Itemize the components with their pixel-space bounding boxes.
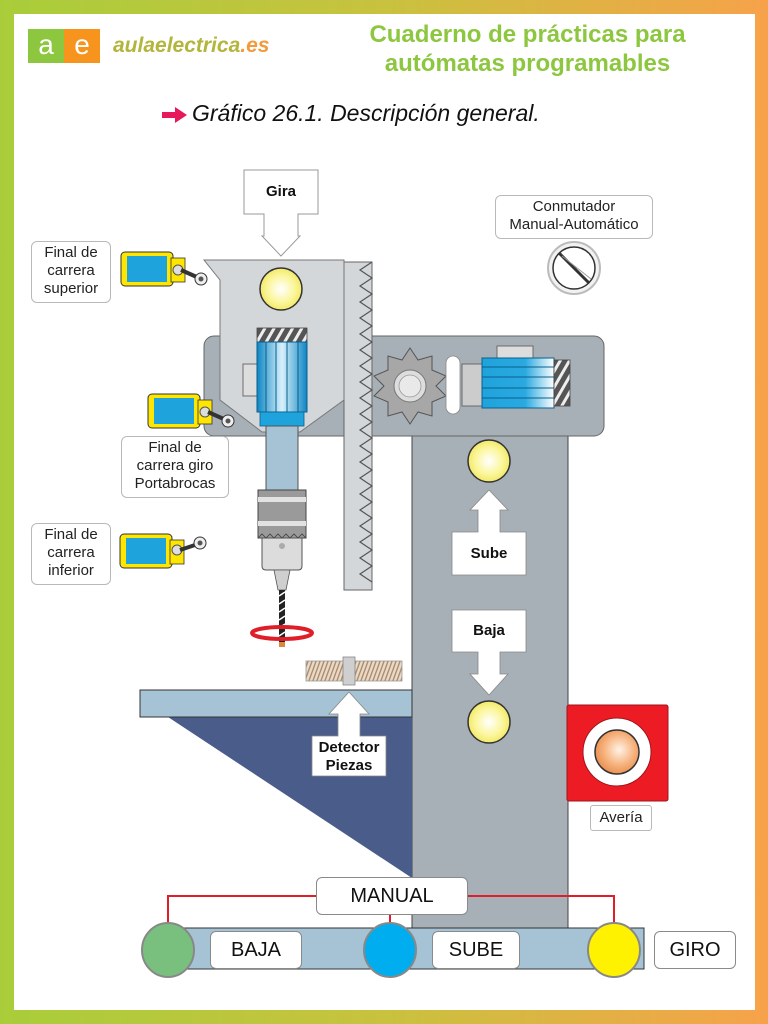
limit-rotation-label: Final de carrera giro Portabrocas	[121, 436, 229, 498]
logo-letter-e: e	[64, 29, 100, 63]
sube-button	[363, 922, 417, 978]
down-indicator-lamp	[467, 700, 511, 744]
motor-fan-cover	[256, 327, 308, 343]
manual-label: MANUAL	[316, 877, 468, 915]
rotation-arrow-icon	[250, 625, 314, 641]
limit-switch-rotation	[147, 393, 235, 429]
detector-line-2: Piezas	[325, 757, 373, 774]
selector-switch-label: Conmutador Manual-Automático	[495, 195, 653, 239]
gira-arrow	[243, 169, 319, 257]
limit-upper-line-2: carrera	[47, 262, 95, 279]
limit-rotation-line-2: carrera giro	[136, 457, 214, 474]
baja-button	[141, 922, 195, 978]
detector-line-1: Detector	[318, 739, 380, 756]
baja-button-label[interactable]: BAJA	[210, 931, 302, 969]
wire-giro	[466, 895, 615, 926]
giro-button-label[interactable]: GIRO	[654, 931, 736, 969]
drill-collet	[273, 569, 291, 591]
sube-arrow	[451, 489, 527, 576]
title-line-2: autómatas programables	[384, 50, 671, 77]
gear-rack	[343, 261, 373, 591]
work-table	[139, 689, 413, 718]
motor-terminal-box	[242, 363, 258, 397]
fault-lamp	[594, 729, 640, 775]
chuck-jaw	[261, 537, 303, 571]
baja-label: Baja	[473, 622, 505, 639]
limit-lower-line-2: carrera	[47, 544, 95, 561]
brand-tld: .es	[240, 34, 270, 57]
motor-terminal-box-h	[496, 345, 534, 359]
sube-button-label[interactable]: SUBE	[432, 931, 520, 969]
aulaelectrica-logo: a e	[28, 29, 100, 63]
limit-upper-line-3: superior	[43, 280, 99, 297]
limit-lower-line-1: Final de	[44, 526, 98, 543]
notebook-title: Cuaderno de prácticas para autómatas pro…	[340, 20, 715, 78]
motor-flange	[259, 411, 305, 427]
switch-label-line-1: Conmutador	[532, 198, 616, 215]
limit-upper-line-1: Final de	[44, 244, 98, 261]
limit-lower-line-3: inferior	[48, 562, 94, 579]
wire-baja	[167, 895, 318, 926]
motor-fan-cover-h	[553, 359, 571, 407]
limit-rotation-line-3: Portabrocas	[134, 475, 216, 492]
limit-upper-label: Final de carrera superior	[31, 241, 111, 303]
detector-arrow	[311, 691, 387, 777]
sube-label: Sube	[470, 545, 508, 562]
fault-label: Avería	[590, 805, 652, 831]
figure-title: Gráfico 26.1. Descripción general.	[192, 100, 540, 126]
brand-name-main: aulaelectrica	[113, 34, 241, 57]
logo-letter-a: a	[28, 29, 64, 63]
right-arrow-icon	[162, 107, 187, 123]
horizontal-motor	[481, 357, 555, 409]
baja-arrow	[451, 609, 527, 696]
rack-teeth	[358, 261, 374, 583]
switch-label-line-2: Manual-Automático	[509, 216, 639, 233]
limit-lower-label: Final de carrera inferior	[31, 523, 111, 585]
rotation-indicator-lamp	[259, 267, 303, 311]
limit-switch-upper	[120, 251, 208, 287]
brand-name: aulaelectrica.es	[113, 34, 269, 58]
spindle	[265, 425, 299, 491]
giro-button	[587, 922, 641, 978]
coupling	[445, 355, 461, 415]
limit-rotation-line-1: Final de	[148, 439, 202, 456]
gira-label: Gira	[265, 183, 296, 200]
vertical-motor	[256, 341, 308, 413]
detector-label: Detector Piezas	[312, 739, 386, 775]
title-line-1: Cuaderno de prácticas para	[369, 21, 686, 48]
up-indicator-lamp	[467, 439, 511, 483]
drill-bit	[279, 590, 285, 642]
limit-switch-lower	[119, 533, 207, 569]
